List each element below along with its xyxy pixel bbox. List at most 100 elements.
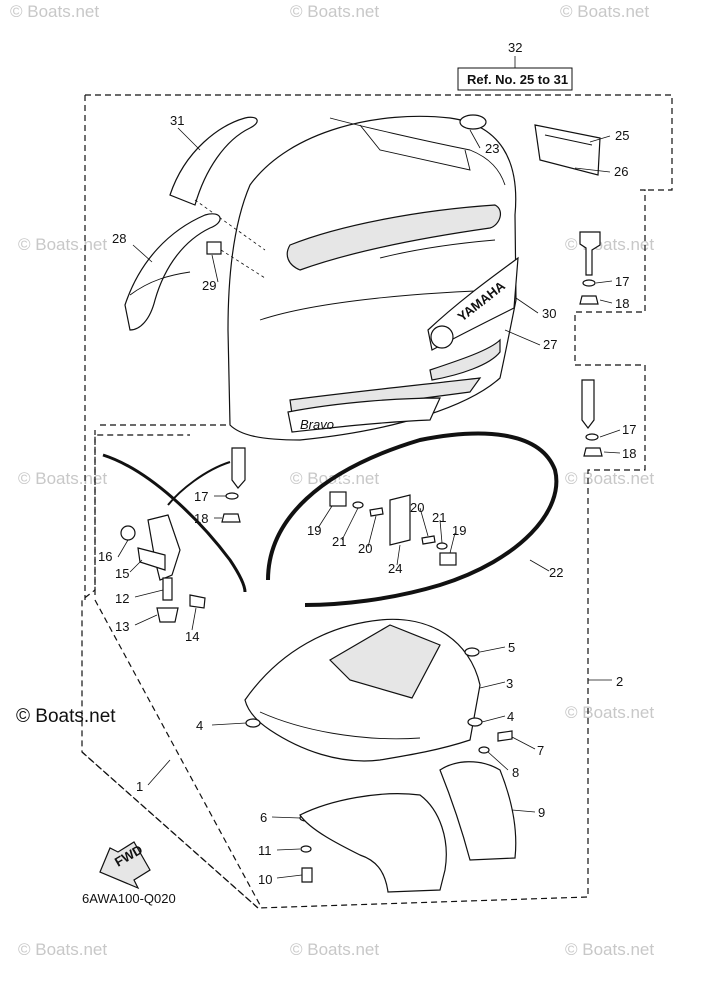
callout-2: 2 [616,674,623,689]
callout-14: 14 [185,629,199,644]
seal-25-body [534,124,601,176]
lower-covers [299,761,517,893]
leader-24 [396,544,401,566]
callout-15: 15 [115,566,129,581]
callout-20a: 20 [358,541,372,556]
callout-19b: 19 [452,523,466,538]
seal-25-detail [544,134,593,146]
washer-17b [585,433,599,441]
badge-plate [287,397,441,433]
plate-15 [137,547,166,571]
bolt-14 [189,594,206,609]
leader-5 [479,646,506,653]
callout-5: 5 [508,640,515,655]
side-badge: Bravo [287,397,441,433]
callout-3: 3 [506,676,513,691]
washer-8 [478,746,490,754]
leader-30 [515,297,539,314]
callout-7: 7 [537,743,544,758]
leader-19b [449,532,456,554]
decal-28 [124,213,221,331]
seal-22 [266,431,559,607]
watermark: © Boats.net [565,469,654,488]
seal-22-outer [266,431,559,607]
leader-20a [367,515,377,548]
leader-7 [511,736,536,750]
callout-17a: 17 [615,274,629,289]
bottom-cowling [244,618,481,762]
nut-18a [579,295,599,305]
callout-31: 31 [170,113,184,128]
hook-12 [162,577,173,601]
callout-20b: 20 [410,500,424,515]
leader-31 [177,127,201,151]
leader-20b [419,507,429,537]
cowling-top-ridge [329,117,506,186]
cowling-vent-line [379,239,496,259]
clip-29 [206,241,266,279]
leader-26 [574,167,611,173]
leader-25 [589,135,611,143]
watermark: © Boats.net [290,2,379,21]
grommet-23-body [459,114,487,130]
leader-15 [129,559,143,573]
clip-19a [329,491,347,507]
callout-labels: 32 31 23 25 26 28 29 17 18 30 27 17 18 1… [98,40,636,887]
washer-17c [225,492,239,500]
inner-boundary-diag2 [94,599,261,906]
small-parts [329,491,457,566]
screw-20b [421,535,436,545]
callout-23: 23 [485,141,499,156]
leader-18b [603,451,621,454]
leader-13 [134,614,158,626]
washer-21a [352,501,364,509]
ref-box-text: Ref. No. 25 to 31 [467,72,568,87]
bolt-7 [497,730,513,742]
callout-16: 16 [98,549,112,564]
callout-21b: 21 [432,510,446,525]
leader-4b [481,715,506,723]
leader-23 [469,129,481,149]
decal-28-detail [129,271,191,296]
top-cowling [227,115,517,441]
callout-6: 6 [260,810,267,825]
cover-9 [439,761,517,861]
leader-6 [271,816,301,819]
leader-17a [595,280,613,284]
callout-21a: 21 [332,534,346,549]
outer-boundary [81,94,673,909]
callout-29: 29 [202,278,216,293]
grommet-4a [245,718,261,728]
cowling-lower-vent [429,338,501,381]
callout-8: 8 [512,765,519,780]
callout-9: 9 [538,805,545,820]
cable-branch [167,461,231,506]
nut-18b [583,447,603,457]
decal-31-leader [194,199,266,251]
leader-3 [479,681,506,689]
washer-5 [464,647,480,657]
leader-lines [117,127,621,879]
callout-4b: 4 [507,709,514,724]
leader-21a [341,507,359,541]
leader-4a [211,722,247,726]
watermark: © Boats.net [565,940,654,959]
callout-17c: 17 [194,489,208,504]
diagram-code: 6AWA100-Q020 [82,891,176,906]
watermark-main: © Boats.net [16,706,116,727]
callout-17b: 17 [622,422,636,437]
callout-1: 1 [136,779,143,794]
watermark: © Boats.net [560,2,649,21]
screw-20a [369,507,384,517]
cowling-top-panel [359,124,471,171]
bottom-cowling-rim [259,711,421,740]
decal-31 [169,116,266,251]
watermark: © Boats.net [565,703,654,722]
assembly-boundaries [81,94,673,909]
fwd-arrow-shape [99,841,151,890]
leader-27 [504,329,541,346]
callout-13: 13 [115,619,129,634]
callout-18b: 18 [622,446,636,461]
leader-9 [511,809,536,813]
